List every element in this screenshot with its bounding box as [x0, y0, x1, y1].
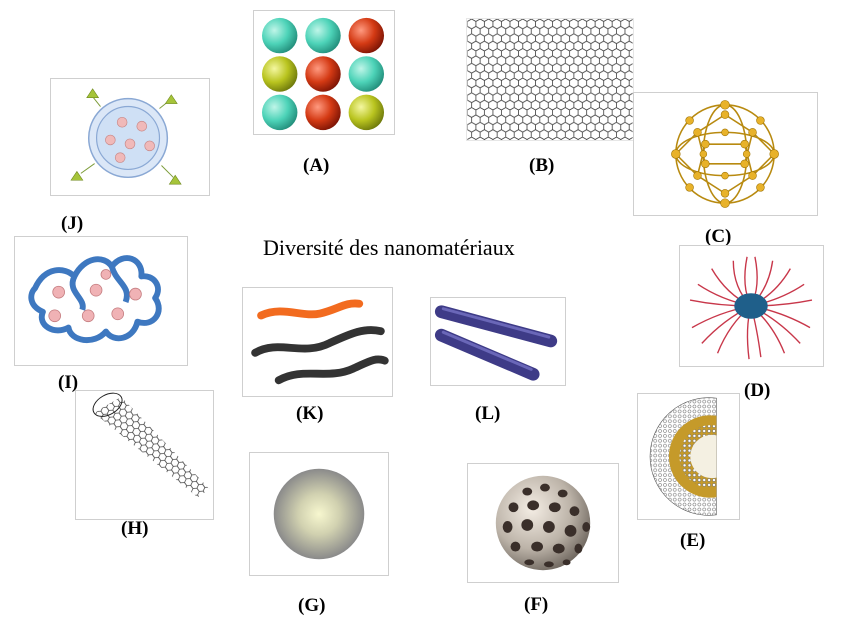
panel-k-nanowires	[242, 287, 393, 397]
panel-g-solid-nanoparticle	[249, 452, 389, 576]
panel-f-porous-sphere	[467, 463, 619, 583]
fullerene-image	[671, 100, 779, 208]
label-h: (H)	[121, 518, 149, 539]
label-e: (E)	[680, 530, 706, 551]
panel-d-micelle	[679, 245, 824, 367]
graphene-sheet-image	[467, 19, 633, 140]
panel-j-liposome	[50, 78, 210, 196]
panel-c-fullerene	[633, 92, 818, 216]
nanowires-image	[251, 299, 389, 385]
label-b: (B)	[529, 155, 555, 176]
nanotube-image	[92, 392, 210, 500]
label-c: (C)	[705, 226, 732, 247]
label-j: (J)	[61, 213, 84, 234]
label-g: (G)	[298, 595, 326, 616]
panel-b-graphene	[466, 18, 634, 141]
panel-i-polymer-nanoparticle	[14, 236, 188, 366]
panel-a-nanoparticle-grid	[253, 10, 395, 135]
solid-nanoparticle-image	[273, 468, 365, 560]
porous-sphere-image	[495, 475, 591, 571]
diagram-title: Diversité des nanomatériaux	[263, 235, 515, 260]
label-k: (K)	[296, 403, 324, 424]
panel-l-nanorods	[430, 297, 566, 386]
vesicle-image	[649, 397, 717, 516]
liposome-image	[70, 88, 182, 185]
panel-e-vesicle	[637, 393, 740, 520]
label-d: (D)	[744, 380, 771, 401]
polymer-nanoparticle-image	[28, 255, 162, 343]
label-i: (I)	[58, 372, 79, 393]
label-f: (F)	[524, 594, 549, 615]
nanorods-image	[434, 305, 558, 381]
nanoparticle-grid-image	[262, 17, 385, 131]
panel-h-nanotube	[75, 390, 214, 520]
micelle-image	[689, 256, 813, 360]
label-a: (A)	[303, 155, 330, 176]
label-l: (L)	[475, 403, 501, 424]
